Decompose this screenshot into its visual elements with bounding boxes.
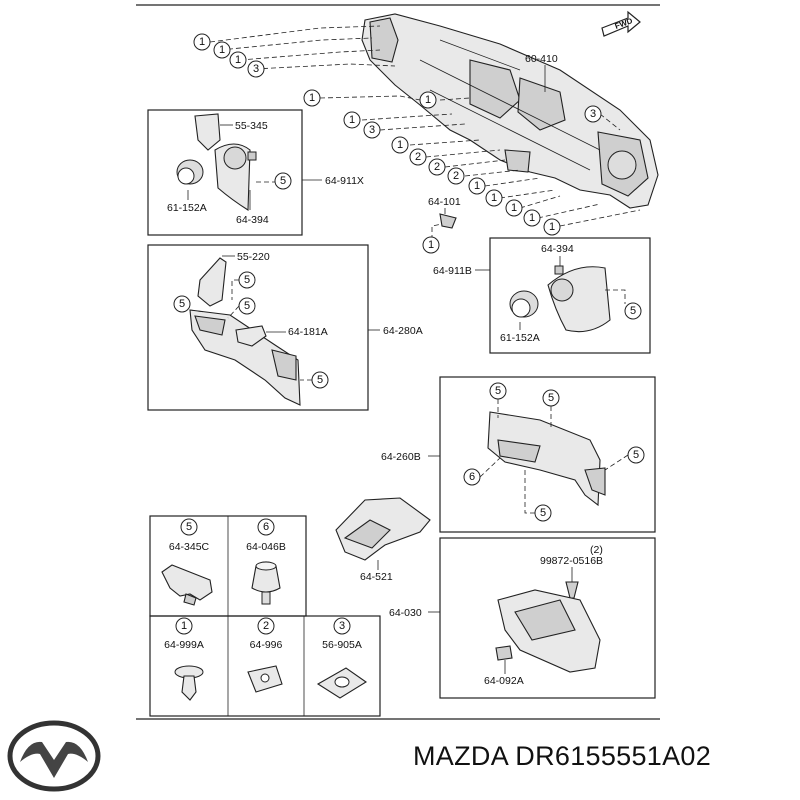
svg-text:5: 5 [280,175,286,187]
label-under-cover: 64-521 [360,571,393,583]
dash-panel-part [361,13,659,209]
assy-right-box [489,237,651,354]
glove-box-box [439,537,656,699]
legend-part-3: 64-996 [250,639,283,651]
svg-text:5: 5 [317,374,323,386]
callout-circles-top: 1 1 1 3 1 1 1 3 1 2 2 2 1 1 1 1 1 3 [193,33,602,236]
clip-nut-icon [316,667,368,699]
svg-text:1: 1 [549,221,555,233]
label-bracket-upper-left: 55-345 [235,120,268,132]
svg-text:5: 5 [630,305,636,317]
label-dash-panel: 60-410 [525,53,558,65]
label-assy-upper-left: 64-911X [325,175,364,187]
bracket-upper-left-part [194,113,221,151]
forward-arrow-icon: FWD [601,10,641,37]
legend-part-0: 64-345C [169,541,210,553]
svg-text:1: 1 [199,36,205,48]
legend-part-2: 64-999A [164,639,204,651]
legend-num-3: 2 [263,620,269,632]
assy-upper-left-box [147,109,303,236]
svg-text:1: 1 [397,139,403,151]
screw-part [565,581,579,599]
svg-text:3: 3 [590,108,596,120]
svg-text:2: 2 [415,151,421,163]
svg-text:5: 5 [244,300,250,312]
label-screw-qty: (2) [590,544,603,556]
clip-center-part [439,213,457,229]
svg-text:1: 1 [474,180,480,192]
svg-text:3: 3 [369,124,375,136]
glove-lid-part [487,411,601,507]
glove-lid-box [439,376,656,533]
lower-panel-clip-part [235,325,267,347]
svg-text:1: 1 [235,54,241,66]
label-vent-ring-upper-left: 64-394 [236,214,269,226]
label-vent-upper-left: 61-152A [167,202,207,214]
legend-part-4: 56-905A [322,639,362,651]
legend-part-1: 64-046B [246,541,286,553]
label-screw: 99872-0516B [540,555,603,567]
label-latch-striker: 64-092A [484,675,524,687]
rubber-stopper-icon [251,561,281,605]
latch-striker-part [495,645,513,661]
spring-nut-icon [247,665,283,693]
svg-text:1: 1 [428,239,434,251]
svg-text:5: 5 [179,298,185,310]
svg-text:1: 1 [425,94,431,106]
svg-text:3: 3 [253,63,259,75]
svg-text:5: 5 [548,392,554,404]
legend-num-0: 5 [186,521,192,533]
mazda-logo-icon [7,720,101,792]
push-rivet-icon [174,665,204,701]
label-glove-box: 64-030 [389,607,422,619]
clip-icon [161,564,213,606]
svg-text:1: 1 [349,114,355,126]
label-assy-right: 64-911B [433,265,472,277]
label-lower-panel: 64-280A [383,325,423,337]
svg-text:5: 5 [495,385,501,397]
label-vent-right: 61-152A [500,332,540,344]
legend-num-2: 1 [181,620,187,632]
svg-text:1: 1 [491,192,497,204]
svg-text:1: 1 [219,44,225,56]
svg-text:2: 2 [453,170,459,182]
svg-text:6: 6 [469,471,475,483]
label-glove-lid-panel: 64-260B [381,451,421,463]
fastener-legend-table: 5 64-345C 6 64-046B 1 64-999A 2 64-996 3… [149,515,381,717]
svg-text:5: 5 [244,274,250,286]
svg-text:1: 1 [511,202,517,214]
legend-num-1: 6 [263,521,269,533]
brand-part-number: MAZDA DR6155551A02 [413,741,712,771]
svg-text:1: 1 [529,212,535,224]
label-vent-ring-right: 64-394 [541,243,574,255]
svg-text:2: 2 [434,161,440,173]
legend-num-4: 3 [339,620,345,632]
label-lower-panel-clip: 64-181A [288,326,328,338]
label-clip-center: 64-101 [428,196,461,208]
label-lower-panel-bracket: 55-220 [237,251,270,263]
lower-panel-box [147,244,369,411]
svg-text:5: 5 [633,449,639,461]
dash-panel-leaders [209,25,641,227]
svg-text:1: 1 [309,92,315,104]
svg-text:5: 5 [540,507,546,519]
lower-panel-bracket-part [197,257,227,307]
